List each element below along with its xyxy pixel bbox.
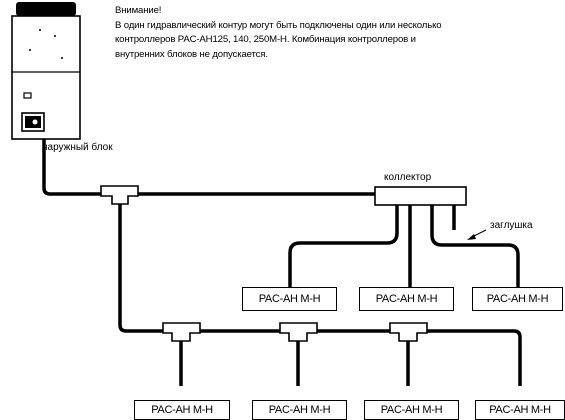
plug-label: заглушка	[490, 220, 533, 231]
collector-label: коллектор	[384, 172, 432, 183]
controller-bottom-2: PAC-AH M-H	[252, 400, 347, 420]
controller-top-1: PAC-AH M-H	[242, 287, 337, 311]
notice-text: Внимание! В один гидравлический контур м…	[115, 4, 555, 62]
controller-bottom-3: PAC-AH M-H	[364, 400, 459, 420]
notice-line-3: внутренних блоков не допускается.	[115, 48, 268, 60]
controller-bottom-1: PAC-AH M-H	[134, 400, 230, 420]
notice-line-2: контроллеров PAC-AH125, 140, 250M-H. Ком…	[115, 34, 416, 46]
notice-line-1: В один гидравлический контур могут быть …	[115, 19, 442, 31]
notice-title: Внимание!	[115, 5, 162, 16]
controller-bottom-4: PAC-AH M-H	[475, 400, 565, 420]
controller-top-3: PAC-AH M-H	[472, 287, 563, 311]
outdoor-unit-label: наружный блок	[42, 142, 113, 153]
outdoor-unit	[11, 2, 81, 140]
controller-top-2: PAC-AH M-H	[359, 287, 454, 311]
tee-fittings	[100, 185, 428, 342]
collector-body	[374, 186, 467, 206]
